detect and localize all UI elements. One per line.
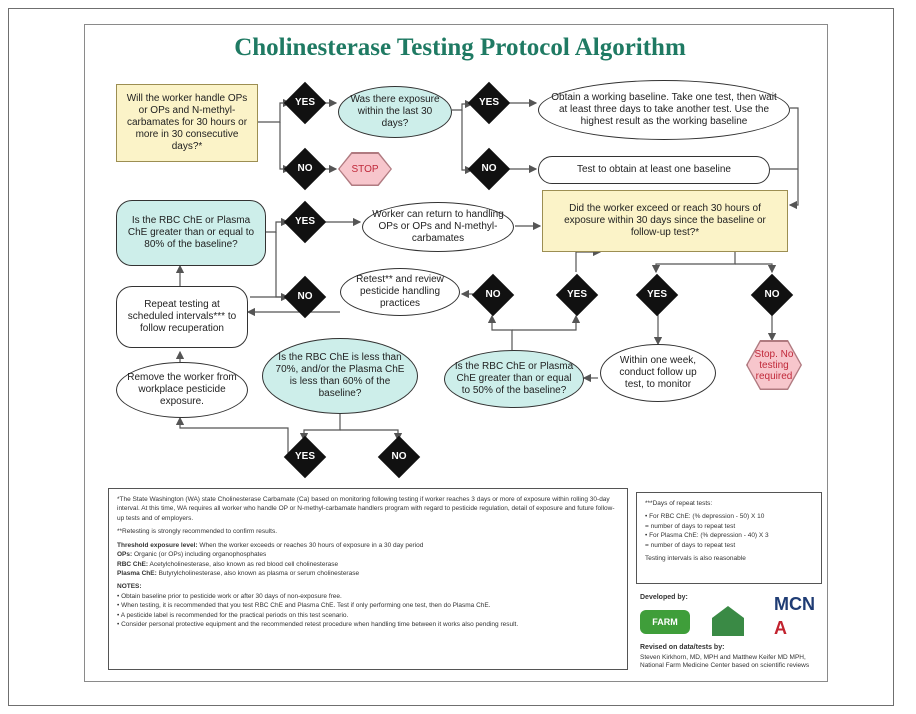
- mcn-logo: MCN: [774, 594, 815, 614]
- repeat-line: = number of days to repeat test: [645, 541, 736, 549]
- repeat-note: Testing intervals is also reasonable: [645, 555, 746, 563]
- decision-label: NO: [391, 451, 407, 462]
- decision-label: YES: [294, 97, 315, 108]
- repeat-line: • For RBC ChE: (% depression - 50) X 10: [645, 513, 765, 521]
- question-rbc-50-percent: Is the RBC ChE or Plasma ChE greater tha…: [444, 350, 584, 408]
- repeat-days-heading: ***Days of repeat tests:: [645, 500, 713, 507]
- footnote-star: *The State Washington (WA) state Choline…: [117, 496, 615, 522]
- worker-can-return: Worker can return to handling OPs or OPs…: [362, 202, 514, 252]
- rbc-label: RBC ChE:: [117, 560, 149, 568]
- rbc-text: Acetylcholinesterase, also known as red …: [149, 560, 339, 568]
- question-exposure-30-days: Was there exposure within the last 30 da…: [338, 86, 452, 138]
- decision-label: YES: [294, 216, 315, 227]
- note-item: • When testing, it is recommended that y…: [117, 602, 491, 610]
- question-handle-pesticides: Will the worker handle OPs or OPs and N-…: [116, 84, 258, 162]
- mcn-a-logo-icon: A: [774, 618, 787, 638]
- obtain-one-baseline: Test to obtain at least one baseline: [538, 156, 770, 184]
- question-rbc-80-percent: Is the RBC ChE or Plasma ChE greater tha…: [116, 200, 266, 266]
- obtain-working-baseline: Obtain a working baseline. Take one test…: [538, 80, 790, 140]
- decision-label: NO: [764, 289, 780, 300]
- decision-label: YES: [294, 451, 315, 462]
- repeat-line: • For Plasma ChE: (% depression - 40) X …: [645, 532, 769, 540]
- decision-label: NO: [485, 289, 501, 300]
- retest-review-practices: Retest** and review pesticide handling p…: [340, 268, 460, 316]
- question-rbc-70-percent: Is the RBC ChE is less than 70%, and/or …: [262, 338, 418, 414]
- ops-label: OPs:: [117, 551, 133, 559]
- remove-worker: Remove the worker from workplace pestici…: [116, 362, 248, 418]
- revised-text: Steven Kirkhorn, MD, MPH and Matthew Kei…: [640, 654, 810, 670]
- question-exceed-30-hours: Did the worker exceed or reach 30 hours …: [542, 190, 788, 252]
- developed-by-label: Developed by:: [640, 594, 688, 601]
- threshold-label: Threshold exposure level:: [117, 541, 198, 549]
- decision-label: NO: [297, 163, 313, 174]
- threshold-line: Threshold exposure level: When the worke…: [117, 541, 619, 579]
- threshold-text: When the worker exceeds or reaches 30 ho…: [199, 541, 424, 549]
- follow-up-test: Within one week, conduct follow up test,…: [600, 344, 716, 402]
- farm-logo: FARM: [640, 610, 690, 634]
- repeat-testing: Repeat testing at scheduled intervals***…: [116, 286, 248, 348]
- repeat-days-lines: • For RBC ChE: (% depression - 50) X 10 …: [645, 512, 813, 550]
- note-item: • Obtain baseline prior to pesticide wor…: [117, 592, 342, 600]
- footnotes-panel: *The State Washington (WA) state Choline…: [108, 488, 628, 670]
- notes-label: NOTES:: [117, 583, 142, 591]
- decision-label: NO: [481, 163, 497, 174]
- page-title: Cholinesterase Testing Protocol Algorith…: [234, 34, 686, 61]
- revised-label: Revised on data/tests by:: [640, 644, 725, 651]
- plasma-text: Butyrylcholinesterase, also known as pla…: [158, 569, 360, 577]
- footnote-retest: **Retesting is strongly recommended to c…: [117, 528, 278, 536]
- note-item: • Consider personal protective equipment…: [117, 621, 519, 629]
- decision-label: YES: [566, 289, 587, 300]
- note-item: • A pesticide label is recommended for t…: [117, 611, 349, 619]
- plasma-label: Plasma ChE:: [117, 569, 157, 577]
- ops-text: Organic (or OPs) including organophospha…: [133, 551, 267, 559]
- stop-sign: STOP: [339, 153, 391, 185]
- decision-label: YES: [478, 97, 499, 108]
- notes-block: NOTES: • Obtain baseline prior to pestic…: [117, 582, 619, 629]
- repeat-line: = number of days to repeat test: [645, 522, 736, 530]
- decision-label: YES: [646, 289, 667, 300]
- repeat-days-panel: ***Days of repeat tests: • For RBC ChE: …: [636, 492, 822, 584]
- decision-label: NO: [297, 291, 313, 302]
